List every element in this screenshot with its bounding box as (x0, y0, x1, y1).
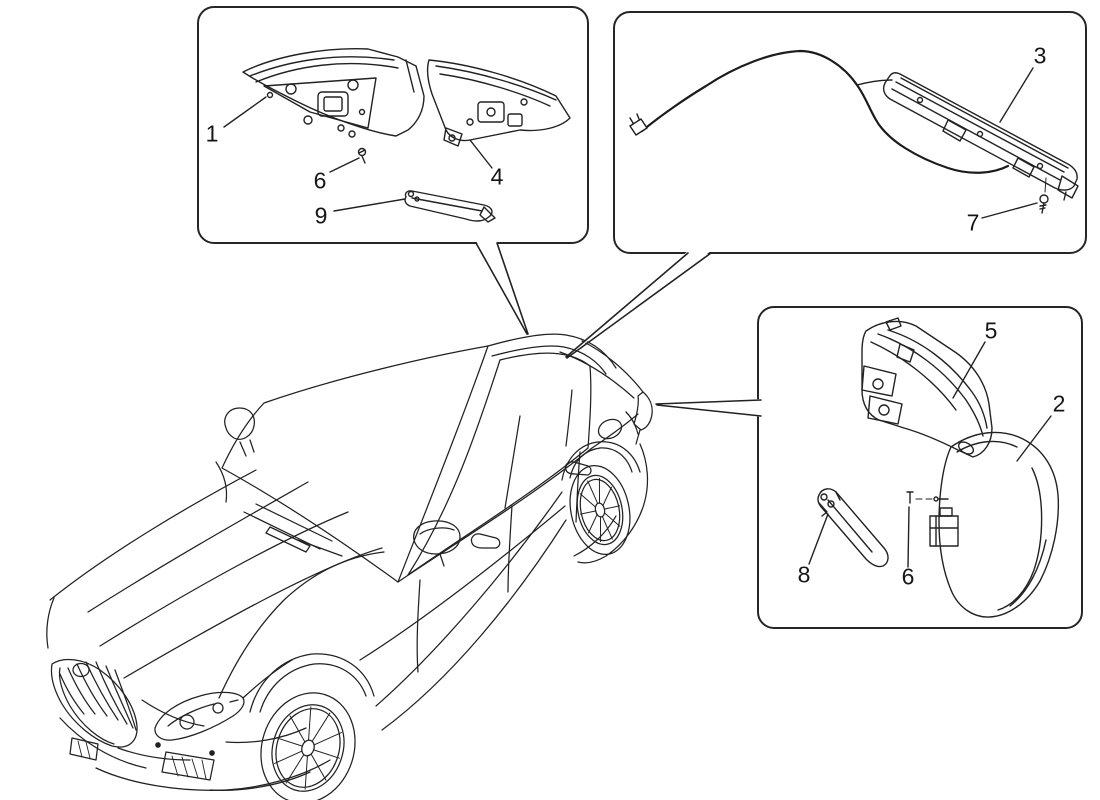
leader-lines (223, 67, 1052, 568)
part-label-6a: 6 (313, 167, 327, 194)
part-2-taillight-lens (929, 431, 1060, 618)
front-wheel (260, 692, 356, 800)
part-7-screw (1039, 177, 1049, 214)
part-label-8: 8 (797, 561, 811, 588)
door-mirror (413, 520, 461, 567)
part-8-gasket-strip (817, 488, 889, 568)
part-1-outer-taillight (242, 48, 425, 138)
rear-corner-taillight-area (625, 391, 653, 445)
part-label-5: 5 (984, 317, 998, 344)
part-label-3: 3 (1033, 42, 1047, 69)
part-9-trim-strip (404, 190, 496, 223)
inset-box-outer-taillights (197, 6, 589, 244)
wiring-harness (629, 49, 1010, 174)
fuel-cap (597, 418, 623, 440)
windshield (221, 345, 489, 583)
side-windows (407, 352, 592, 576)
part-label-6b: 6 (901, 563, 915, 590)
front-bumper (59, 699, 331, 791)
part-5-inner-lamp-housing (861, 317, 993, 458)
callout-pointer-wedges (475, 241, 762, 417)
part-6-screw-box1 (357, 147, 367, 164)
part-4-inner-taillight (426, 59, 571, 147)
part-label-7: 7 (966, 209, 980, 236)
headlight (154, 691, 245, 741)
part-3-third-brake-light (882, 72, 1079, 201)
rear-wheel (569, 464, 631, 556)
part-label-4: 4 (490, 163, 504, 190)
hood-badge (72, 662, 90, 678)
inset-box-third-brake-light (613, 11, 1087, 254)
car-illustration (46, 333, 653, 800)
part-6-screw-box3 (906, 491, 933, 504)
part-label-2: 2 (1052, 390, 1066, 417)
part-label-1: 1 (205, 120, 219, 147)
grille (50, 658, 138, 748)
inset-box-rear-lamp-exploded (757, 306, 1083, 629)
roofline (487, 333, 644, 399)
far-side-mirror (215, 407, 256, 503)
part-label-9: 9 (314, 202, 328, 229)
